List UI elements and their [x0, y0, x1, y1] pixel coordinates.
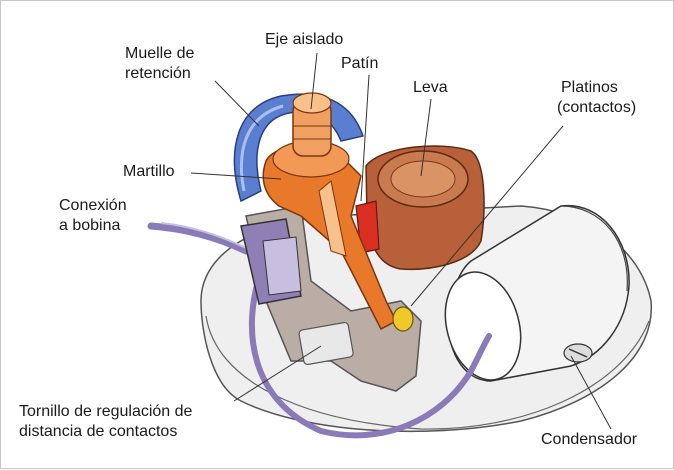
condenser — [444, 204, 630, 382]
label-platinos-line1: Platinos — [561, 79, 618, 96]
label-tornillo-line1: Tornillo de regulación de — [19, 403, 193, 420]
label-martillo: Martillo — [123, 163, 175, 180]
contact-points — [392, 306, 414, 332]
label-conexion-line2: a bobina — [59, 217, 121, 234]
base-plate-edge — [205, 315, 650, 430]
cam — [365, 145, 485, 271]
label-muelle-line1: Muelle de — [125, 45, 195, 62]
leader-lines — [190, 52, 612, 430]
condenser-wire — [248, 268, 492, 439]
adjustment-screw — [298, 321, 354, 366]
hammer-arm — [262, 92, 397, 331]
label-condensador: Condensador — [541, 431, 638, 448]
label-eje-aislado: Eje aislado — [265, 31, 344, 48]
label-muelle-line2: retención — [125, 65, 191, 82]
label-tornillo-line2: distancia de contactos — [19, 423, 178, 440]
label-conexion-line1: Conexión — [59, 197, 127, 214]
label-platinos-line2: (contactos) — [557, 99, 637, 116]
coil-wire — [147, 222, 250, 255]
label-leva: Leva — [413, 79, 448, 96]
label-patin: Patín — [341, 55, 379, 72]
